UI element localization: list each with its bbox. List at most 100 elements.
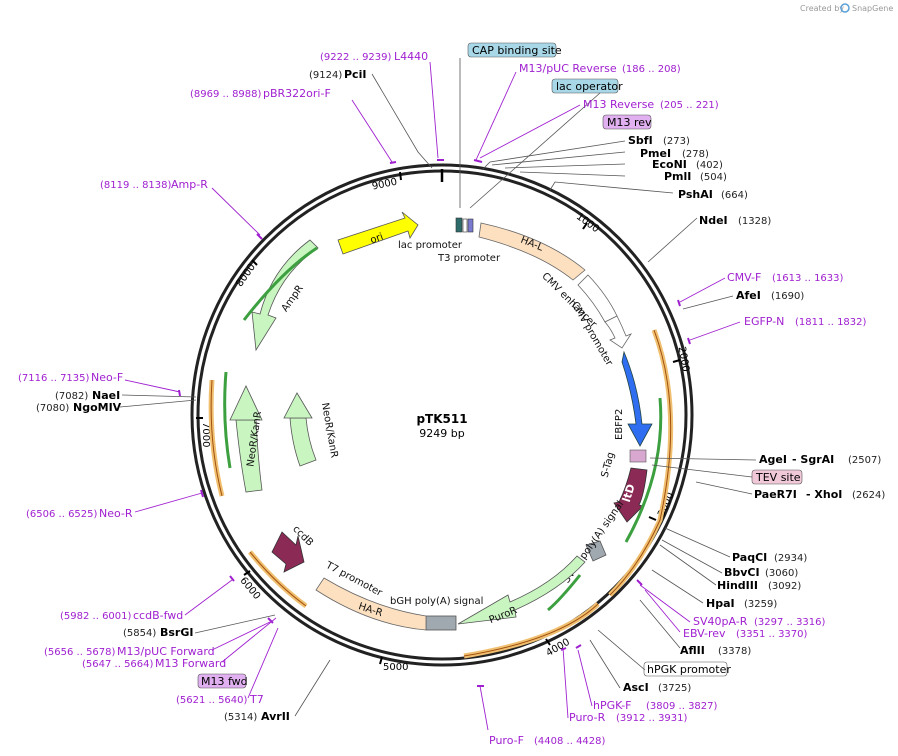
bgh-signal-block[interactable] xyxy=(425,615,457,631)
l4440-name[interactable]: L4440 xyxy=(394,50,428,63)
ampr-primer-name[interactable]: Amp-R xyxy=(171,178,208,191)
neokan-label-2: NeoR/KanR xyxy=(319,402,340,459)
tev-label: TEV site xyxy=(755,471,801,484)
right-orange-band-core xyxy=(609,329,672,596)
bottom-green-band xyxy=(547,574,582,612)
sbfi-pos: (273) xyxy=(663,136,690,147)
hpgkf-name[interactable]: hPGK-F xyxy=(593,699,631,712)
bbvci-name[interactable]: BbvCI xyxy=(724,566,760,579)
m13-reverse-name[interactable]: M13 Reverse xyxy=(583,98,654,111)
ndei-name[interactable]: NdeI xyxy=(699,214,728,227)
ampr-arrow[interactable] xyxy=(251,239,319,352)
pshai-pos: (664) xyxy=(721,190,748,201)
right-green-band xyxy=(624,397,663,543)
bsrgi-name[interactable]: BsrGI xyxy=(160,626,193,639)
ha-l-arc[interactable] xyxy=(478,222,586,281)
puror-arrow[interactable] xyxy=(457,555,586,625)
ebfp2-label: EBFP2 xyxy=(614,409,625,440)
sv40-signal-block[interactable] xyxy=(585,540,607,562)
tick-5000: 5000 xyxy=(383,662,408,673)
bbvci-pos: (3060) xyxy=(765,568,798,579)
s-tag-label: S-Tag xyxy=(600,451,617,479)
ndei-pos: (1328) xyxy=(738,216,771,227)
neof-name[interactable]: Neo-F xyxy=(91,371,123,384)
purof-name[interactable]: Puro-F xyxy=(489,734,524,747)
ltd-arrow[interactable] xyxy=(613,467,648,523)
tick-2000: 2000 xyxy=(676,346,691,373)
ccdb-arrow[interactable] xyxy=(271,531,305,573)
avrii-name[interactable]: AvrII xyxy=(261,710,290,723)
pbr-name[interactable]: pBR322ori-F xyxy=(263,87,331,100)
t3-promoter-label: T3 promoter xyxy=(437,253,501,264)
pshai-name[interactable]: PshAI xyxy=(678,188,713,201)
neokan-arrow-2[interactable] xyxy=(289,417,317,467)
m13puc-rev-name[interactable]: M13/pUC Reverse xyxy=(519,62,617,75)
plasmid-name: pTK511 xyxy=(416,412,467,426)
hpgkf-pos: (3809 .. 3827) xyxy=(646,701,718,712)
ccdbfwd-name[interactable]: ccdB-fwd xyxy=(133,609,183,622)
neof-pos: (7116 .. 7135) xyxy=(18,373,90,384)
hpai-pos: (3259) xyxy=(744,599,777,610)
cmvf-name[interactable]: CMV-F xyxy=(727,271,761,284)
pbr-pos: (8969 .. 8988) xyxy=(190,89,262,100)
paqci-name[interactable]: PaqCI xyxy=(732,551,767,564)
tick-8000: 8000 xyxy=(234,262,258,289)
purof-pos: (4408 .. 4428) xyxy=(534,736,606,747)
cmv-promoter-arrow[interactable] xyxy=(604,315,633,349)
ori-arrow[interactable] xyxy=(337,211,419,255)
neor-name[interactable]: Neo-R xyxy=(99,507,133,520)
neokan-arrow-1[interactable] xyxy=(235,419,263,493)
ampr-primer-pos: (8119 .. 8138) xyxy=(100,180,172,191)
right-orange-band xyxy=(608,329,674,597)
s-tag-block[interactable] xyxy=(629,449,647,463)
lac-operator-box[interactable] xyxy=(551,78,619,94)
sv40par-name[interactable]: SV40pA-R xyxy=(693,615,748,628)
naei-name[interactable]: NaeI xyxy=(92,389,120,402)
afei-name[interactable]: AfeI xyxy=(736,289,761,302)
xhoi-name[interactable]: - XhoI xyxy=(806,488,842,501)
ampr-green-band xyxy=(242,246,318,321)
primer-ticks xyxy=(178,159,691,687)
agei-name[interactable]: AgeI xyxy=(759,453,787,466)
sbfi-name[interactable]: SbfI xyxy=(628,134,653,147)
m13-rev-box[interactable] xyxy=(602,114,652,130)
sgrai-name[interactable]: - SgrAI xyxy=(792,453,834,466)
econi-name[interactable]: EcoNI xyxy=(652,158,687,171)
ampr-label: AmpR xyxy=(280,283,306,314)
created-by-text: Created by xyxy=(800,4,844,13)
snapgene-brand: SnapGene xyxy=(852,4,893,13)
econi-pos: (402) xyxy=(696,160,723,171)
m13-fwd-box[interactable] xyxy=(197,673,247,689)
puror-primer-name[interactable]: Puro-R xyxy=(569,711,606,724)
cap-box[interactable] xyxy=(467,42,557,58)
plasmid-length: 9249 bp xyxy=(419,427,464,440)
paer7i-name[interactable]: PaeR7I xyxy=(754,488,797,501)
sv40par-pos: (3297 .. 3316) xyxy=(754,617,826,628)
egfpn-name[interactable]: EGFP-N xyxy=(744,315,784,328)
hpai-name[interactable]: HpaI xyxy=(706,597,735,610)
pmei-name[interactable]: PmeI xyxy=(640,147,671,160)
ebfp2-arrow[interactable] xyxy=(621,350,653,447)
neokan-arrow-1-head xyxy=(229,385,263,421)
pcii-name[interactable]: PciI xyxy=(344,68,366,81)
paqci-pos: (2934) xyxy=(774,553,807,564)
tick-9000: 9000 xyxy=(371,177,398,193)
t7-primer-name[interactable]: T7 xyxy=(249,693,264,706)
ebvrev-pos: (3351 .. 3370) xyxy=(736,629,808,640)
m13-forward-name[interactable]: M13 Forward xyxy=(155,657,226,670)
aflii-name[interactable]: AflII xyxy=(680,644,705,657)
ngomiv-name[interactable]: NgoMIV xyxy=(73,401,122,414)
left-orange-band-core xyxy=(210,379,223,497)
pmli-pos: (504) xyxy=(700,172,727,183)
enzyme-leaders xyxy=(119,58,757,717)
ngomiv-pos: (7080) xyxy=(36,403,69,414)
tick-7000: 7000 xyxy=(200,422,211,447)
pmli-name[interactable]: PmlI xyxy=(664,170,691,183)
m13puc-fwd-name[interactable]: M13/pUC Forward xyxy=(117,645,215,658)
ha-r-arc[interactable] xyxy=(315,577,427,631)
ebvrev-name[interactable]: EBV-rev xyxy=(683,627,726,640)
cap-box-label: CAP binding site xyxy=(472,44,562,57)
l4440-pos: (9222 .. 9239) xyxy=(320,52,392,63)
hindiii-name[interactable]: HindIII xyxy=(717,579,758,592)
asci-name[interactable]: AscI xyxy=(623,681,649,694)
